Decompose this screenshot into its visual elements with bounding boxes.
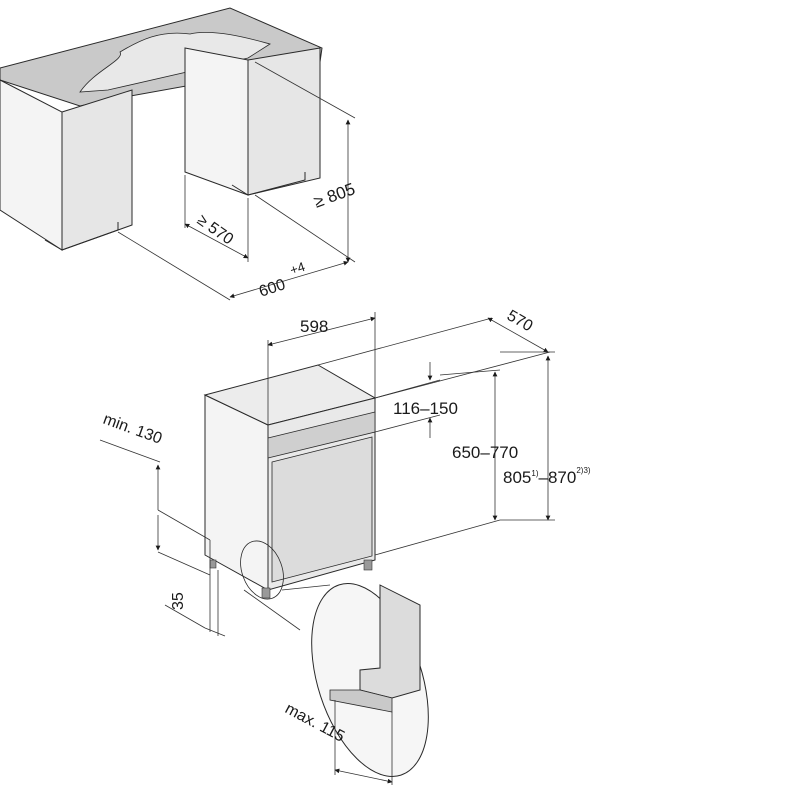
detail-plinth [329,689,393,713]
niche-depth-label: ≥ 570 [194,212,237,249]
appliance-depth-label: 570 [504,307,536,335]
left-cabinet-side [0,79,63,251]
foot-right [363,559,373,571]
niche-width-tolerance: +4 [288,259,307,278]
foot-back [209,559,217,569]
door-top-gap-label: 116–150 [393,399,458,418]
detail-callout: max. 115 [243,583,429,785]
niche-height-label: ≥ 805 [311,179,357,211]
plinth-min-label: min. 130 [101,411,165,448]
door-panel [271,436,373,583]
niche-height-range-end: –870 [539,468,577,487]
niche-height-range-sup2: 2)3) [576,466,591,475]
appliance-width-label: 598 [300,317,328,336]
dishwasher-illustration: 598 570 116–150 650–770 8051)–8702)3) mi… [99,307,591,785]
niche-height-range-sup1: 1) [531,469,538,478]
right-cabinet-front [247,47,321,196]
niche-height-range-label: 8051)–8702)3) [503,466,591,487]
foot-left [261,587,271,599]
worktop-cutout [79,31,271,93]
left-cabinet-front [61,89,133,251]
plinth-35-label: 35 [170,592,187,610]
right-cabinet-side [184,47,249,196]
right-cabinet-plinth [231,172,306,196]
niche-illustration: ≥ 805 ≥ 570 600 +4 [0,7,358,301]
left-cabinet-plinth [44,222,119,251]
niche-width-label: 600 [257,276,288,300]
door-height-label: 650–770 [452,443,518,462]
detail-marker [240,540,284,600]
niche-height-range-start: 805 [503,468,531,487]
